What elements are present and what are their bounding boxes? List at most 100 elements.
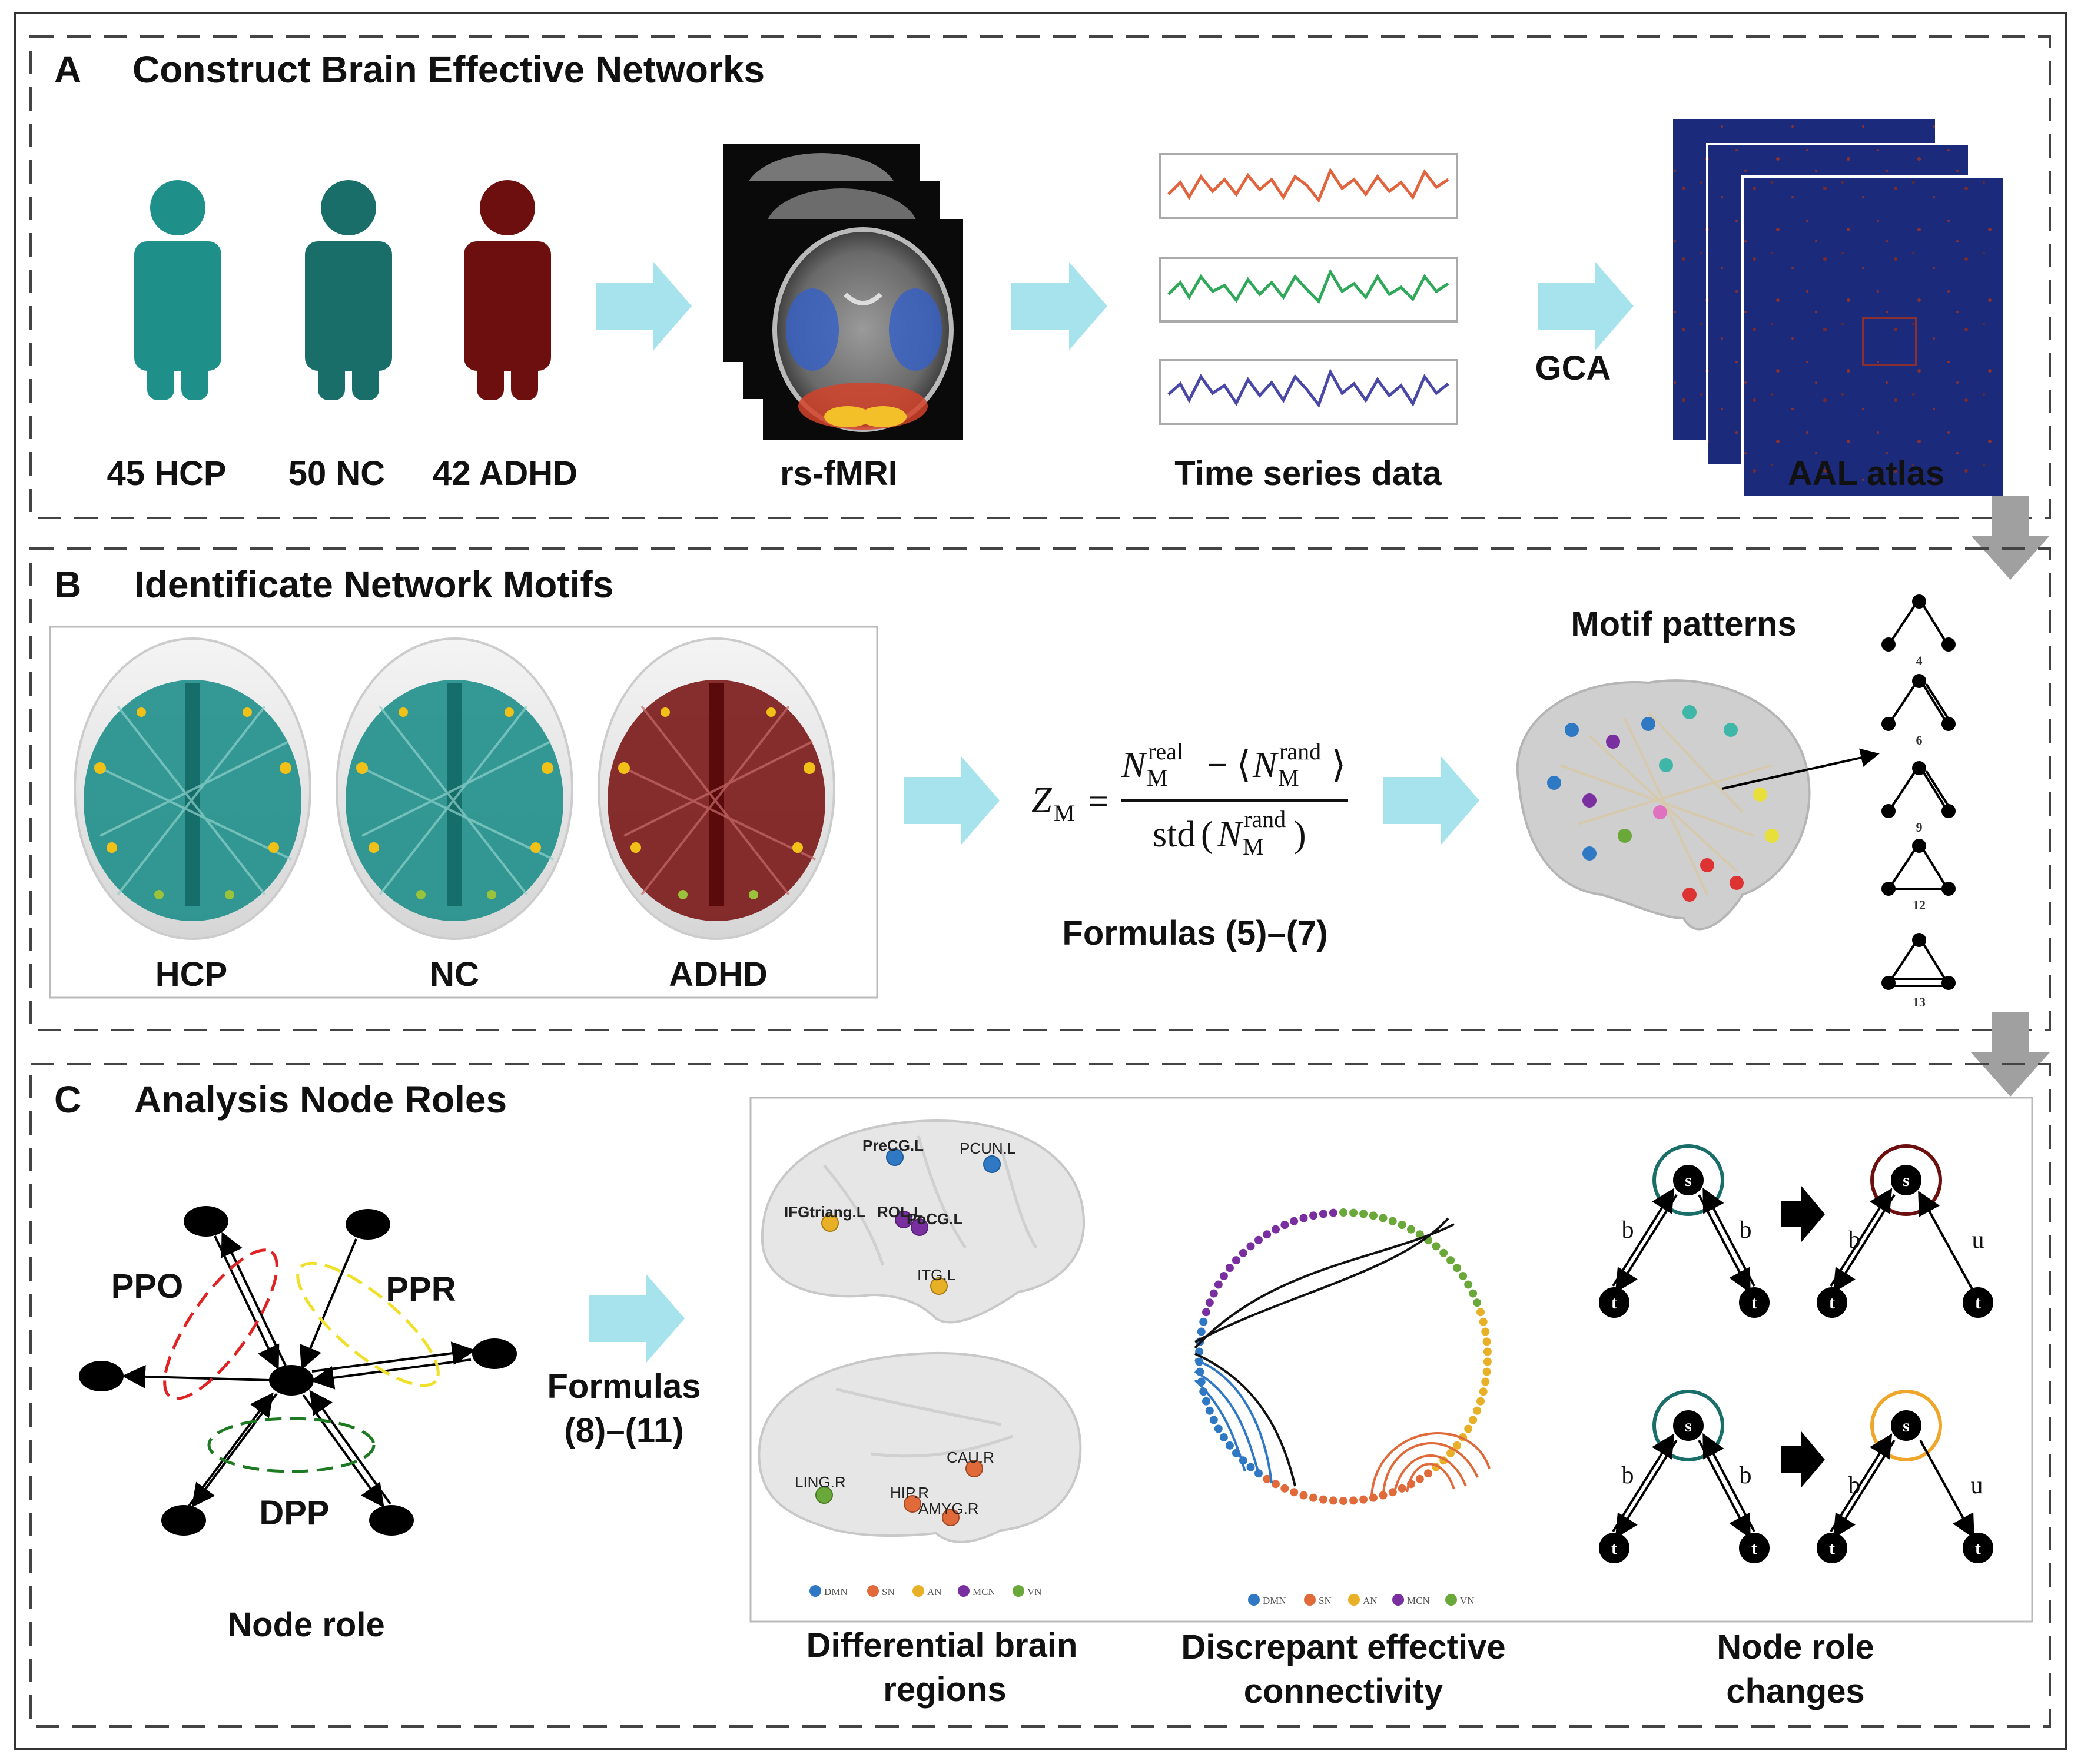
timeseries-label: Time series data [1174, 454, 1442, 493]
ring-node [1225, 1264, 1234, 1273]
ring-node [1439, 1248, 1448, 1257]
ring-node [1415, 1474, 1424, 1483]
node-role-diagram [79, 1206, 517, 1536]
svg-text:DMN: DMN [1263, 1595, 1286, 1606]
brain-label-nc: NC [430, 955, 479, 994]
edge-label: b [1622, 1217, 1634, 1244]
ring-node [1246, 1463, 1255, 1471]
region-label: ROL.L [877, 1203, 923, 1221]
node-role-changes [1599, 1144, 1993, 1563]
ring-node [1453, 1441, 1462, 1450]
motif-9 [1881, 761, 1956, 818]
caption-regions-1: Differential brain [806, 1626, 1078, 1665]
panel-c-letter: C [54, 1078, 81, 1121]
pointer-arrow [1721, 748, 1880, 790]
ring-node [1271, 1480, 1280, 1489]
ring-node [1369, 1211, 1378, 1220]
ring-node [1239, 1248, 1247, 1257]
gca-label: GCA [1535, 349, 1611, 387]
motif-id: 13 [1913, 995, 1926, 1009]
ring-node [1398, 1484, 1406, 1493]
svg-text:MCN: MCN [973, 1586, 995, 1597]
svg-text:MCN: MCN [1407, 1595, 1430, 1606]
ring-node [1290, 1488, 1299, 1497]
caption-roles-1: Node role [1717, 1628, 1874, 1666]
group-label-nc: 50 NC [288, 454, 385, 493]
down-arrow-icon [1971, 1012, 2050, 1097]
ring-node [1299, 1491, 1308, 1500]
ring-node [1319, 1495, 1327, 1504]
outer-frame [14, 12, 2067, 1750]
ring-node [1309, 1493, 1318, 1502]
flow-arrow-icon [904, 756, 1000, 845]
edge-label: b [1740, 1462, 1752, 1489]
svg-text:rand: rand [1244, 806, 1286, 832]
ring-node [1329, 1208, 1337, 1217]
brain-network-nc [336, 637, 573, 940]
ring-node [1482, 1367, 1491, 1376]
ring-node [1225, 1441, 1234, 1450]
caption-conn-2: connectivity [1244, 1672, 1443, 1710]
ring-node [1388, 1217, 1397, 1225]
ring-node [1199, 1317, 1208, 1326]
caption-conn-1: Discrepant effective [1181, 1628, 1505, 1666]
panel-b-letter: B [54, 563, 81, 606]
caption-roles-2: changes [1726, 1672, 1864, 1710]
ring-node [1359, 1210, 1368, 1218]
edge-label: b [1848, 1227, 1861, 1254]
ring-node [1339, 1497, 1347, 1505]
atlas-label: AAL atlas [1788, 454, 1944, 493]
ring-node [1263, 1230, 1272, 1239]
region-label: PoCG.L [907, 1210, 962, 1228]
ring-node [1464, 1280, 1473, 1289]
motif-id: 6 [1916, 733, 1923, 748]
flow-arrow-icon [596, 262, 692, 350]
motif-id: 4 [1916, 653, 1923, 668]
ring-node [1232, 1256, 1240, 1265]
region-label: HIP.R [890, 1484, 929, 1501]
svg-text:): ) [1294, 815, 1306, 855]
region-label: PreCG.L [862, 1137, 924, 1154]
ring-node [1481, 1327, 1490, 1336]
ring-node [1219, 1433, 1228, 1442]
ring-node [1209, 1416, 1218, 1424]
region-label: IFGtriang.L [784, 1203, 866, 1221]
node-t: t [1611, 1293, 1617, 1313]
svg-text:rand: rand [1279, 738, 1321, 765]
svg-text:N: N [1217, 815, 1244, 855]
ring-node [1415, 1230, 1424, 1239]
ring-node [1369, 1493, 1378, 1502]
connectivity-circle [1194, 1208, 1492, 1505]
motif-6 [1881, 674, 1956, 731]
svg-text:− ⟨: − ⟨ [1207, 745, 1251, 785]
ring-node [1263, 1474, 1272, 1483]
ring-node [1280, 1221, 1289, 1230]
person-icon [464, 180, 551, 400]
svg-text:N: N [1121, 745, 1148, 785]
role-label-ppr: PPR [386, 1270, 456, 1308]
ring-node [1379, 1491, 1388, 1500]
motif-id: 9 [1916, 820, 1923, 835]
ring-node [1469, 1416, 1478, 1424]
ring-node [1482, 1337, 1491, 1346]
svg-text:⟩: ⟩ [1332, 745, 1346, 785]
panel-c: C Analysis Node Roles [29, 1063, 2051, 1728]
mri-stack [723, 144, 963, 440]
ring-node [1407, 1225, 1416, 1234]
ring-node [1432, 1242, 1441, 1251]
region-label: ITG.L [917, 1266, 955, 1284]
ring-node [1205, 1406, 1214, 1415]
ring-node [1299, 1214, 1308, 1222]
node-t: t [1751, 1539, 1757, 1558]
region-label: LING.R [795, 1473, 846, 1491]
ring-node [1309, 1211, 1318, 1220]
legend-regions: DMN SN AN MCN VN [809, 1585, 1042, 1597]
ring-node [1246, 1242, 1255, 1251]
svg-text:VN: VN [1460, 1595, 1475, 1606]
ring-node [1464, 1424, 1473, 1433]
svg-text:DMN: DMN [824, 1586, 848, 1597]
edge-label: b [1740, 1217, 1752, 1244]
node-s: s [1685, 1416, 1692, 1436]
formula-caption-c-2: (8)–(11) [564, 1411, 683, 1450]
